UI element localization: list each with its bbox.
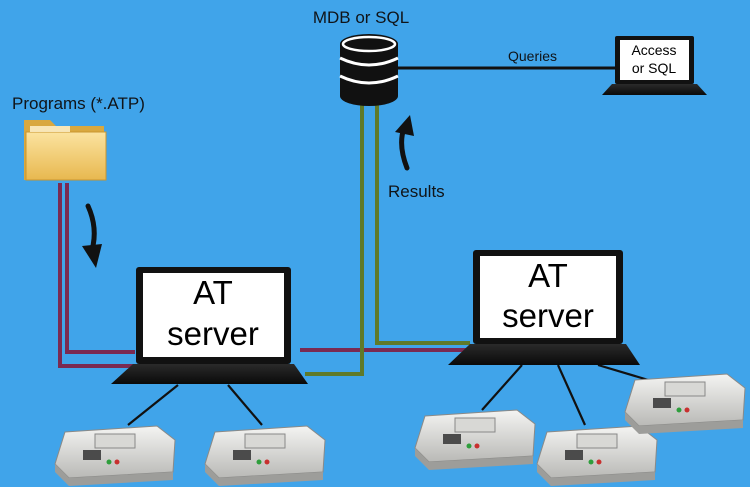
client-laptop: Access or SQL [602,36,707,95]
testing-device-1 [54,425,176,486]
program-line-outer [58,183,135,368]
programs-arrow-icon [82,203,102,268]
server-2-line-2: server [502,297,594,334]
folder-icon [24,120,107,181]
server-1-line-2: server [167,315,259,352]
client-laptop-screen [620,40,689,80]
laptop-icon [448,344,640,365]
at-server-1: AT server [111,267,308,384]
result-line-server-2 [375,104,470,345]
database-label: MDB or SQL [313,8,409,27]
laptop-icon [111,364,308,384]
server-2-line-1: AT [528,257,568,294]
programs-label: Programs (*.ATP) [12,94,145,113]
client-laptop-line-1: Access [631,42,676,58]
testing-device-icon [536,425,658,486]
testing-device-icon [204,425,326,486]
testing-device-icon [624,373,746,434]
testing-device-4 [536,425,658,486]
server-1-line-1: AT [193,274,233,311]
client-laptop-line-2: or SQL [632,60,677,76]
results-arrow-icon [395,115,414,171]
program-line-inner [65,183,135,354]
result-lines [305,104,470,376]
result-line-server-1 [305,104,364,376]
server-1-screen [143,273,284,357]
laptop-icon [602,84,707,95]
server-2-screen [480,256,616,338]
program-lines [58,183,470,368]
testing-device-icon [414,409,536,470]
database-icon [339,34,399,106]
testing-device-2 [204,425,326,486]
queries-label: Queries [508,48,557,64]
testing-device-3 [414,409,536,470]
testing-device-5 [624,373,746,434]
testing-device-icon [54,425,176,486]
results-label: Results [388,182,445,201]
at-server-2: AT server [448,250,640,365]
